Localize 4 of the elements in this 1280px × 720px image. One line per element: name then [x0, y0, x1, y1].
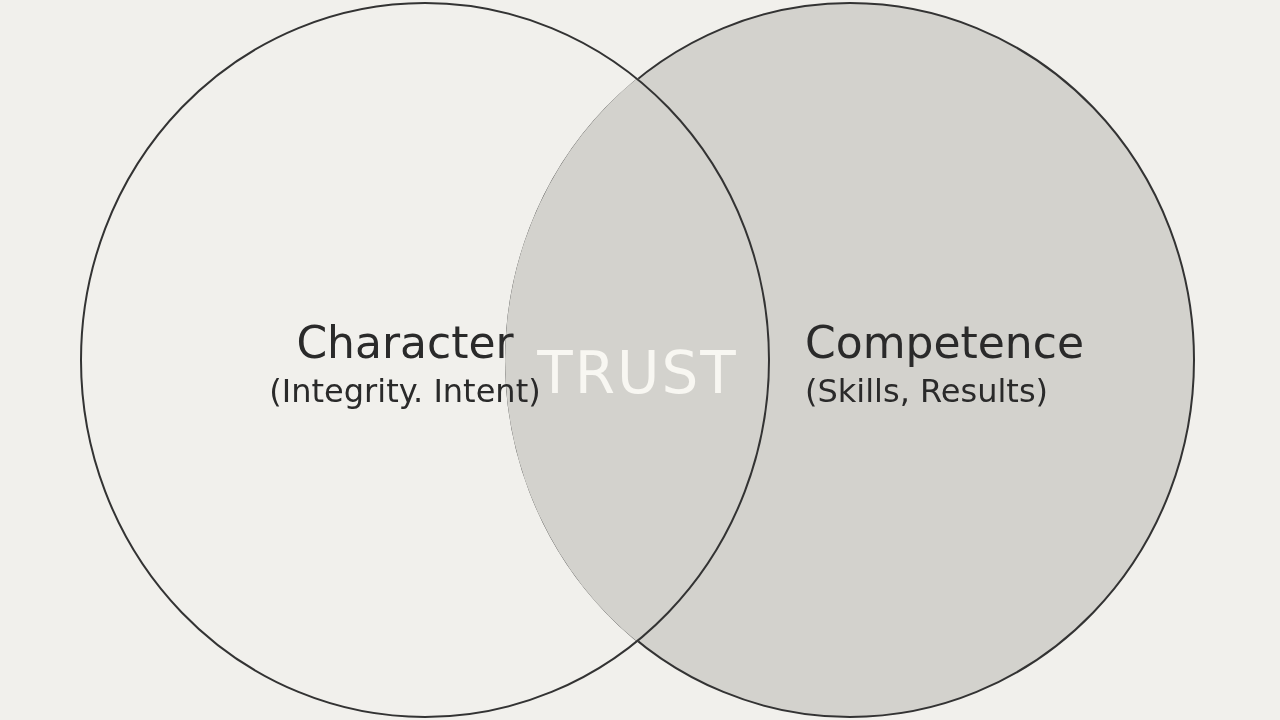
circle-subtitle: (Skills, Results): [805, 371, 1049, 412]
circle-heading: Competence: [805, 317, 1084, 369]
circle-heading: Character: [296, 317, 514, 369]
circle-subtitle: (Integrity. Intent): [269, 372, 541, 412]
